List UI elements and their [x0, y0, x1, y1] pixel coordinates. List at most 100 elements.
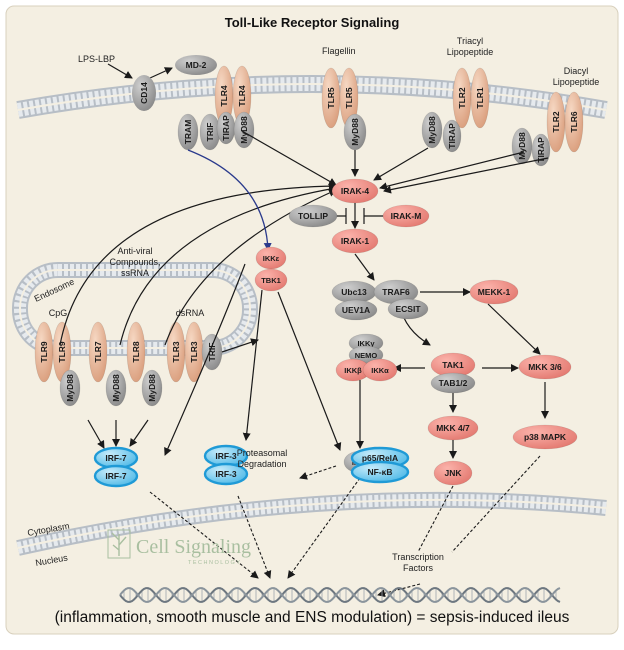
myd88-adaptor-tlr6	[511, 127, 533, 165]
trif-adaptor-label: TRIF	[205, 123, 215, 142]
ligand-antiviral-line2: Compounds,	[109, 257, 160, 267]
jnk-node	[433, 460, 473, 486]
transcription-factors-line2: Factors	[403, 563, 434, 573]
tlr3-receptor-b-label: TLR3	[189, 341, 199, 363]
tlr9-receptor-b-label: TLR9	[57, 341, 67, 363]
uev1a-node	[334, 299, 378, 321]
myd88-adaptor-tlr5-group: MyD88	[343, 113, 367, 151]
myd88-adaptor-tlr7-label: MyD88	[111, 374, 121, 402]
ligand-dsrna: dsRNA	[176, 308, 205, 318]
tirap-adaptor-tlr2	[442, 119, 462, 153]
ikka-node-group: IKKα	[362, 358, 398, 382]
tlr7-receptor	[88, 321, 108, 383]
myd88-adaptor-tlr4	[233, 111, 255, 149]
tirap-adaptor-tlr4-group: TIRAP	[216, 111, 236, 145]
myd88-adaptor-tlr2-group: MyD88	[421, 111, 443, 149]
tlr5-receptor-a-label: TLR5	[326, 87, 336, 109]
myd88-adaptor-tlr2-label: MyD88	[427, 116, 437, 144]
tram-adaptor-group: TRAM	[177, 113, 199, 151]
myd88-adaptor-tlr5-label: MyD88	[350, 118, 360, 146]
tlr8-receptor-label: TLR8	[131, 341, 141, 363]
jnk-node-label: JNK	[444, 468, 462, 478]
proteasomal-line1: Proteasomal	[237, 448, 288, 458]
myd88-adaptor-tlr8-label: MyD88	[147, 374, 157, 402]
logo-text: Cell Signaling	[136, 536, 251, 558]
mkk36-node-label: MKK 3/6	[528, 362, 562, 372]
figure-title: Toll-Like Receptor Signaling	[225, 15, 400, 30]
ligand-diacyl-line1: Diacyl	[564, 66, 589, 76]
nfkb-node-group: NF-κB	[350, 460, 410, 484]
ecsit-node	[387, 298, 429, 320]
ligand-antiviral-line1: Anti-viral	[117, 246, 152, 256]
dna-helix	[119, 587, 561, 603]
logo-icon	[107, 529, 131, 559]
tirap-adaptor-tlr6-label: TIRAP	[536, 137, 546, 163]
trif-adaptor-tlr3-group: TRIF	[201, 333, 223, 371]
p65-rela-node-label: p65/RelA	[362, 453, 398, 463]
traf6-node-label: TRAF6	[382, 287, 410, 297]
tlr8-receptor-group: TLR8	[126, 321, 146, 383]
jnk-node-group: JNK	[433, 460, 473, 486]
mekk1-node-group: MEKK-1	[469, 279, 519, 305]
tak1-node-label: TAK1	[442, 360, 464, 370]
irf3-node-b	[203, 462, 249, 486]
tlr2-receptor-tlr1-group: TLR2	[452, 67, 472, 129]
tlr1-receptor-group: TLR1	[470, 67, 490, 129]
nfkb-node-label: NF-κB	[367, 467, 392, 477]
ecsit-node-group: ECSIT	[387, 298, 429, 320]
irak1-node-label: IRAK-1	[341, 236, 370, 246]
irak1-node	[331, 228, 379, 254]
myd88-adaptor-tlr4-label: MyD88	[239, 116, 249, 144]
tlr3-receptor-a-label: TLR3	[171, 341, 181, 363]
irf7-node-b	[93, 464, 139, 488]
ligand-diacyl-line2: Lipopeptide	[553, 77, 600, 87]
ikkb-node-label: IKKβ	[344, 366, 362, 375]
ikka-node-label: IKKα	[371, 366, 389, 375]
irf3-node-b-group: IRF-3	[203, 462, 249, 486]
myd88-adaptor-tlr4-group: MyD88	[233, 111, 255, 149]
tlr5-receptor-b-label: TLR5	[344, 87, 354, 109]
myd88-adaptor-tlr6-group: MyD88	[511, 127, 533, 165]
myd88-adaptor-tlr8	[141, 369, 163, 407]
p38-mapk-node-label: p38 MAPK	[524, 432, 567, 442]
irak4-node-label: IRAK-4	[341, 186, 370, 196]
ubc13-node-label: Ubc13	[341, 287, 367, 297]
ligand-flagellin: Flagellin	[322, 46, 356, 56]
tbk1-node-label: TBK1	[261, 276, 281, 285]
tlr2-receptor-tlr6-label: TLR2	[551, 111, 561, 133]
tab12-node-label: TAB1/2	[439, 378, 468, 388]
irak-m-node	[382, 204, 430, 228]
mkk47-node	[427, 415, 479, 441]
irf3-node-b-label: IRF-3	[215, 469, 237, 479]
tlr9-receptor-a-label: TLR9	[39, 341, 49, 363]
tlr6-receptor	[564, 91, 584, 153]
ligand-cpg: CpG	[49, 308, 68, 318]
trif-tbk1-arrow	[187, 149, 272, 251]
ecsit-node-label: ECSIT	[395, 304, 421, 314]
irak1-node-group: IRAK-1	[331, 228, 379, 254]
tollip-node-group: TOLLIP	[288, 204, 338, 228]
mekk1-node-label: MEKK-1	[478, 287, 511, 297]
tirap-adaptor-tlr4-label: TIRAP	[221, 115, 231, 141]
p38-mapk-node	[512, 424, 578, 450]
nemo-node-label: NEMO	[355, 351, 378, 360]
myd88-adaptor-tlr8-group: MyD88	[141, 369, 163, 407]
tlr2-receptor-tlr6-group: TLR2	[546, 91, 566, 153]
cd14-label: CD14	[139, 82, 149, 104]
p38-mapk-node-group: p38 MAPK	[512, 424, 578, 450]
md2-group: MD-2	[175, 55, 217, 75]
tab12-node-group: TAB1/2	[430, 372, 476, 394]
transcription-factors-line1: Transcription	[392, 552, 444, 562]
tlr4-receptor-b-label: TLR4	[237, 85, 247, 107]
ikke-node-label: IKKε	[263, 254, 280, 263]
tlr6-receptor-label: TLR6	[569, 111, 579, 133]
ikkg-node-label: IKKγ	[357, 339, 375, 348]
tirap-adaptor-tlr2-label: TIRAP	[447, 123, 457, 149]
mekk1-node	[469, 279, 519, 305]
nuclear-translocation-arrows	[149, 455, 541, 598]
ligand-triacyl-line2: Lipopeptide	[447, 47, 494, 57]
caption: (inflammation, smooth muscle and ENS mod…	[55, 609, 570, 626]
ikka-node	[362, 358, 398, 382]
